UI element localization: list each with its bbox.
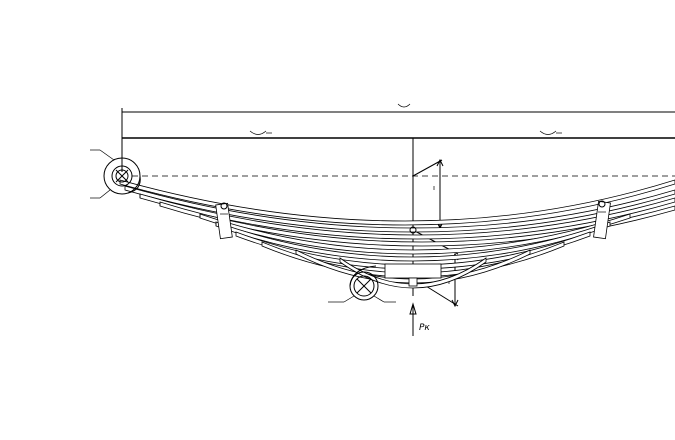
center-clamp <box>384 226 442 287</box>
load-label: Pк <box>419 323 430 333</box>
rebound-clip-right <box>593 200 611 240</box>
half-length-dimension <box>122 130 675 139</box>
camber-dimension <box>412 158 444 230</box>
rebound-clip-left <box>215 202 233 240</box>
overall-length-dimension <box>121 103 675 172</box>
spring-eye-left <box>90 149 141 199</box>
load-arrow <box>409 302 417 336</box>
lower-eye-shackle <box>328 265 396 303</box>
